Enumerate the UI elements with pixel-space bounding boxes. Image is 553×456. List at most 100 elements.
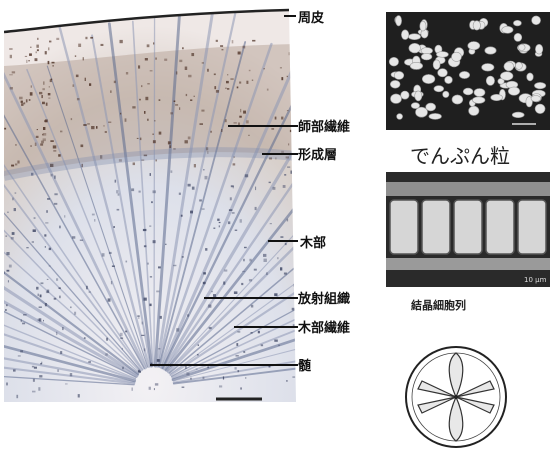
cell-dot — [275, 117, 277, 120]
cell-dot — [73, 84, 75, 87]
cell-dot — [246, 120, 249, 123]
cell-dot — [153, 190, 156, 193]
cell-dot — [289, 52, 290, 55]
cell-dot — [249, 70, 251, 71]
cell-dot — [182, 47, 183, 49]
starch-grain — [519, 44, 526, 50]
cell-dot — [173, 265, 176, 266]
cell-dot — [280, 67, 282, 68]
cell-dot — [280, 236, 283, 237]
cell-dot — [47, 198, 50, 200]
cell-dot — [287, 76, 288, 77]
cell-dot — [78, 44, 81, 47]
cell-dot — [252, 80, 253, 82]
cell-dot — [190, 378, 191, 380]
cell-dot — [102, 253, 105, 256]
cell-dot — [46, 210, 48, 213]
cell-dot — [223, 376, 224, 379]
cell-dot — [32, 391, 36, 393]
crystal-cell — [486, 200, 514, 254]
cell-dot — [207, 69, 209, 72]
cell-dot — [19, 97, 23, 100]
starch-grain — [389, 57, 398, 66]
cell-dot — [15, 164, 17, 166]
cell-dot — [71, 118, 72, 120]
cell-dot — [202, 209, 205, 210]
cell-dot — [213, 228, 215, 229]
cell-dot — [77, 98, 80, 100]
cell-dot — [263, 68, 265, 69]
cell-dot — [80, 240, 83, 242]
cell-dot — [48, 47, 49, 50]
cell-dot — [252, 40, 255, 42]
cell-dot — [76, 75, 79, 78]
cell-dot — [249, 279, 252, 281]
crystal-cell — [454, 200, 482, 254]
starch-grain — [535, 104, 545, 114]
starch-grain — [391, 94, 402, 104]
cell-dot — [203, 272, 206, 274]
cell-dot — [293, 69, 296, 71]
cell-dot — [287, 166, 290, 168]
cell-dot — [30, 47, 31, 48]
cell-dot — [236, 343, 238, 346]
cell-dot — [51, 174, 53, 177]
cell-dot — [24, 102, 26, 104]
cell-dot — [191, 53, 194, 56]
starch-grain — [500, 72, 513, 81]
cell-dot — [210, 131, 212, 133]
cell-dot — [45, 246, 46, 248]
starch-grain — [491, 94, 503, 100]
cell-dot — [219, 225, 220, 227]
starch-grain — [527, 73, 534, 81]
cell-dot — [232, 212, 235, 213]
cell-dot — [9, 74, 13, 75]
cell-dot — [44, 120, 47, 122]
cell-dot — [194, 96, 196, 97]
cell-dot — [158, 348, 160, 349]
cell-dot — [115, 180, 117, 183]
cell-dot — [32, 366, 34, 368]
cell-dot — [12, 71, 15, 73]
cell-dot — [263, 254, 266, 257]
cell-dot — [208, 305, 211, 308]
cell-dot — [227, 74, 228, 75]
cell-dot — [54, 176, 55, 179]
cell-dot — [212, 291, 213, 292]
starch-grain — [473, 21, 480, 30]
cell-dot — [242, 46, 245, 49]
cell-dot — [35, 58, 38, 61]
cell-dot — [144, 111, 146, 114]
cell-dot — [273, 187, 276, 190]
cell-dot — [186, 373, 189, 376]
cell-dot — [122, 367, 123, 370]
cell-dot — [258, 331, 260, 334]
cell-dot — [7, 212, 8, 213]
cell-dot — [205, 176, 208, 180]
phloem-fiber-label: 師部繊維 — [298, 116, 350, 135]
cell-dot — [43, 127, 45, 130]
cell-dot — [21, 103, 23, 106]
cell-dot — [188, 184, 191, 187]
starch-grain — [415, 91, 422, 101]
cell-dot — [290, 130, 293, 132]
cell-dot — [222, 49, 224, 50]
cell-dot — [242, 271, 245, 272]
cell-dot — [237, 87, 239, 89]
cell-dot — [156, 58, 157, 60]
cell-dot — [238, 370, 240, 372]
cell-dot — [74, 312, 76, 315]
cell-dot — [64, 215, 65, 217]
cell-dot — [203, 377, 205, 379]
cell-dot — [120, 338, 123, 339]
starch-grain — [434, 86, 444, 92]
cell-dot — [153, 240, 156, 243]
cell-dot — [37, 49, 39, 51]
cell-dot — [122, 348, 123, 350]
cell-dot — [287, 110, 289, 111]
cell-dot — [42, 88, 45, 90]
cell-dot — [236, 355, 239, 356]
cell-dot — [125, 331, 127, 333]
cell-dot — [10, 55, 12, 58]
cell-dot — [271, 128, 274, 129]
